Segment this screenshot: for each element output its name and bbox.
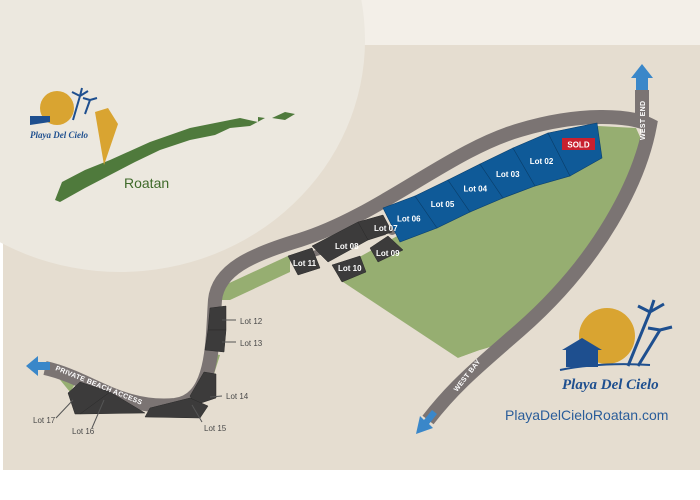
- lot-07-label: Lot 07: [374, 224, 398, 233]
- lot-label: Lot 06: [397, 215, 421, 224]
- island-label: Roatan: [124, 175, 169, 191]
- roatan-island: [55, 117, 265, 202]
- logo-small: Playa Del Cielo: [30, 87, 98, 140]
- svg-text:Playa Del Cielo: Playa Del Cielo: [562, 377, 659, 393]
- beach-arrow-icon[interactable]: [26, 356, 50, 376]
- lot-13[interactable]: [204, 329, 227, 353]
- sold-badge: [562, 138, 595, 150]
- west-end-label: WEST END: [640, 101, 647, 140]
- website-link[interactable]: PlayaDelCieloRoatan.com: [505, 407, 668, 423]
- lot-08[interactable]: [311, 221, 369, 263]
- lot-12[interactable]: [207, 305, 227, 331]
- west-end-arrow-icon[interactable]: [631, 64, 653, 90]
- lot-15-label: Lot 15: [204, 424, 227, 433]
- lot-17-label: Lot 17: [33, 416, 56, 425]
- lot-14-label: Lot 14: [226, 392, 249, 401]
- lot-11[interactable]: [287, 247, 321, 276]
- lot-14[interactable]: [189, 371, 217, 406]
- lot-16-label: Lot 16: [72, 427, 95, 436]
- svg-text:SOLD: SOLD: [567, 141, 589, 150]
- lot-08-label: Lot 08: [335, 242, 359, 251]
- lot-09[interactable]: [369, 235, 404, 263]
- lot-09-label: Lot 09: [376, 249, 400, 258]
- lot-label: Lot 03: [496, 170, 520, 179]
- lot-11-label: Lot 11: [293, 259, 317, 268]
- west-bay-arrow-icon[interactable]: [416, 410, 437, 434]
- green-area: [340, 126, 646, 358]
- lot-12-label: Lot 12: [240, 317, 263, 326]
- lot-17[interactable]: [67, 381, 111, 415]
- lot-label: Lot 02: [530, 157, 554, 166]
- lot-10-label: Lot 10: [338, 264, 362, 273]
- lot-10[interactable]: [331, 255, 367, 283]
- svg-text:Playa Del Cielo: Playa Del Cielo: [30, 130, 88, 140]
- logo-large: Playa Del Cielo: [559, 299, 673, 393]
- lot-15[interactable]: [144, 397, 209, 419]
- location-pin-icon: [95, 108, 118, 165]
- lot-label: Lot 04: [463, 185, 487, 194]
- lot-label: Lot 05: [431, 200, 455, 209]
- lot-13-label: Lot 13: [240, 339, 263, 348]
